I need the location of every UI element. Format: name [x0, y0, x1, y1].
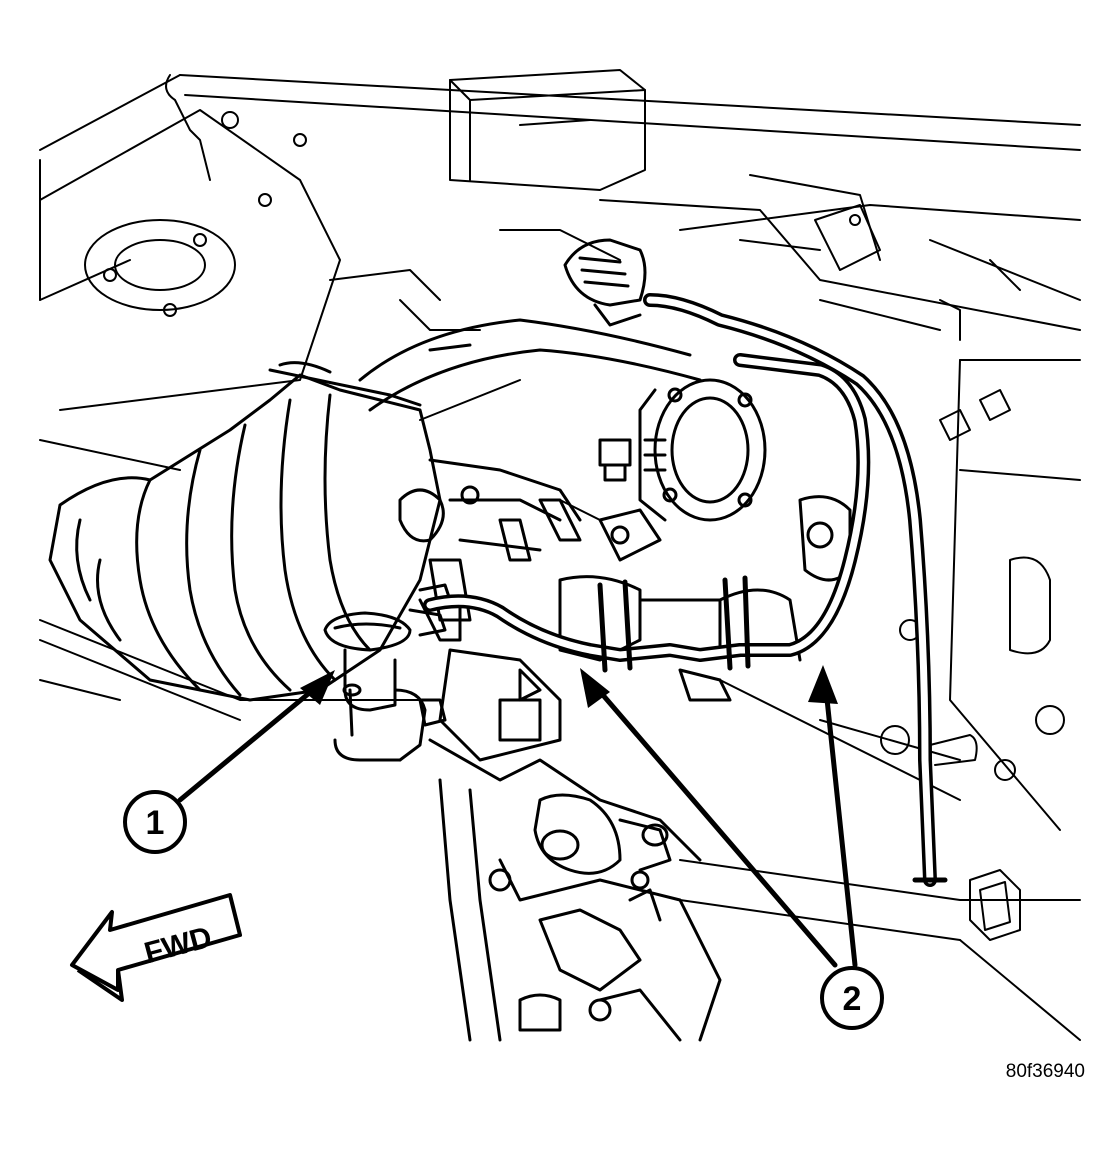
arrow-head-1	[300, 670, 335, 705]
arrow-head-2a	[580, 668, 610, 708]
callout-1: 1	[123, 790, 187, 854]
arrow-head-2b	[808, 665, 838, 704]
callout-1-label: 1	[146, 804, 165, 842]
leader-lines	[177, 677, 858, 968]
coolant-hose-front	[423, 353, 871, 673]
coolant-pressure-cap	[323, 583, 452, 762]
coolant-hose-right	[643, 293, 978, 887]
forward-direction-arrow: FWD	[70, 893, 242, 1002]
figure-code: 80f36940	[1006, 1061, 1085, 1082]
callout-2-label: 2	[843, 980, 862, 1018]
vehicle-body-structure	[39, 69, 1081, 1041]
coolant-reservoir-cap	[563, 238, 647, 327]
arrow-heads	[300, 665, 838, 708]
callout-2: 2	[820, 966, 884, 1030]
intake-manifold	[48, 318, 852, 1042]
